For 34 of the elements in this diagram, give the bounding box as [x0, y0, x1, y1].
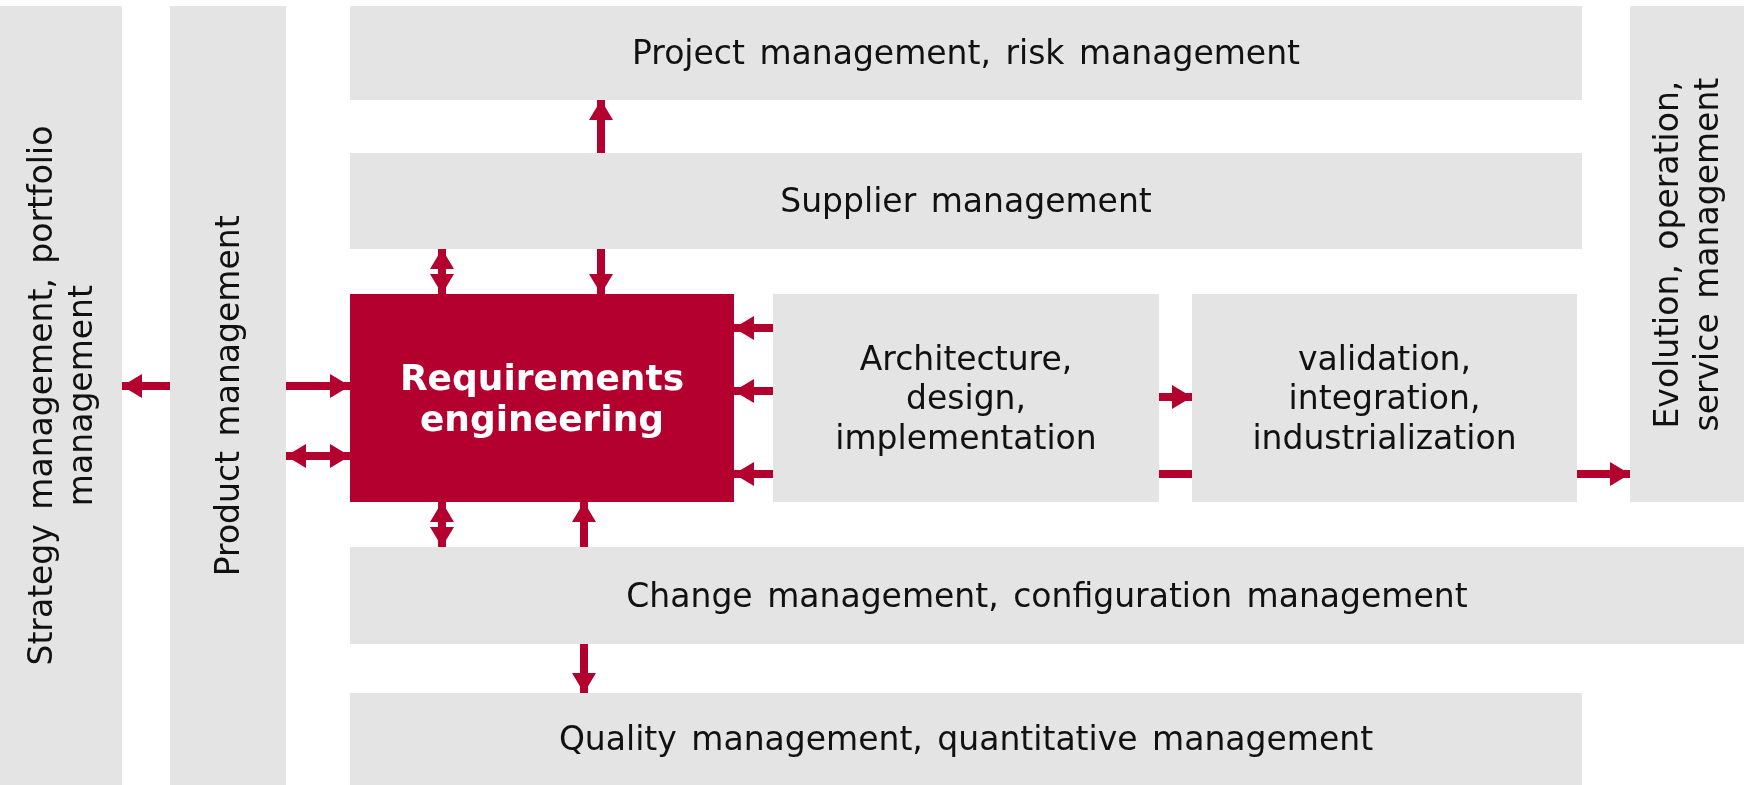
process-box	[1192, 294, 1577, 502]
process-box	[350, 547, 1744, 644]
process-box	[0, 6, 122, 785]
node-label: validation, integration, industrialization	[1251, 338, 1518, 458]
arrow	[1577, 462, 1630, 486]
node-label: Architecture, design, implementation	[834, 338, 1098, 458]
process-box	[350, 153, 1582, 249]
arrow	[589, 249, 613, 294]
node-label: Requirements engineering	[398, 356, 686, 440]
arrow	[734, 379, 773, 403]
process-box	[350, 6, 1582, 100]
node-label: Change management, configuration management	[625, 575, 1469, 616]
arrow	[734, 316, 773, 340]
arrow	[589, 100, 613, 153]
node-label: Evolution, operation, service management	[1647, 76, 1727, 433]
process-box	[773, 294, 1159, 502]
arrow	[122, 374, 170, 398]
node-label: Product management	[208, 213, 248, 578]
arrow	[430, 249, 454, 294]
arrow	[286, 374, 350, 398]
arrow	[1159, 385, 1192, 409]
process-box	[1630, 6, 1744, 502]
node-label: Quality management, quantitative management	[557, 719, 1375, 759]
arrow	[572, 502, 596, 547]
arrow	[286, 444, 350, 468]
process-box	[170, 6, 286, 785]
arrow	[734, 462, 773, 486]
arrow	[572, 644, 596, 693]
arrow	[430, 502, 454, 547]
process-box	[350, 693, 1582, 785]
highlighted-box	[350, 294, 734, 502]
node-label: Project management, risk management	[631, 33, 1301, 73]
node-label: Strategy management, portfolio management	[21, 124, 101, 668]
node-label: Supplier management	[779, 181, 1153, 221]
